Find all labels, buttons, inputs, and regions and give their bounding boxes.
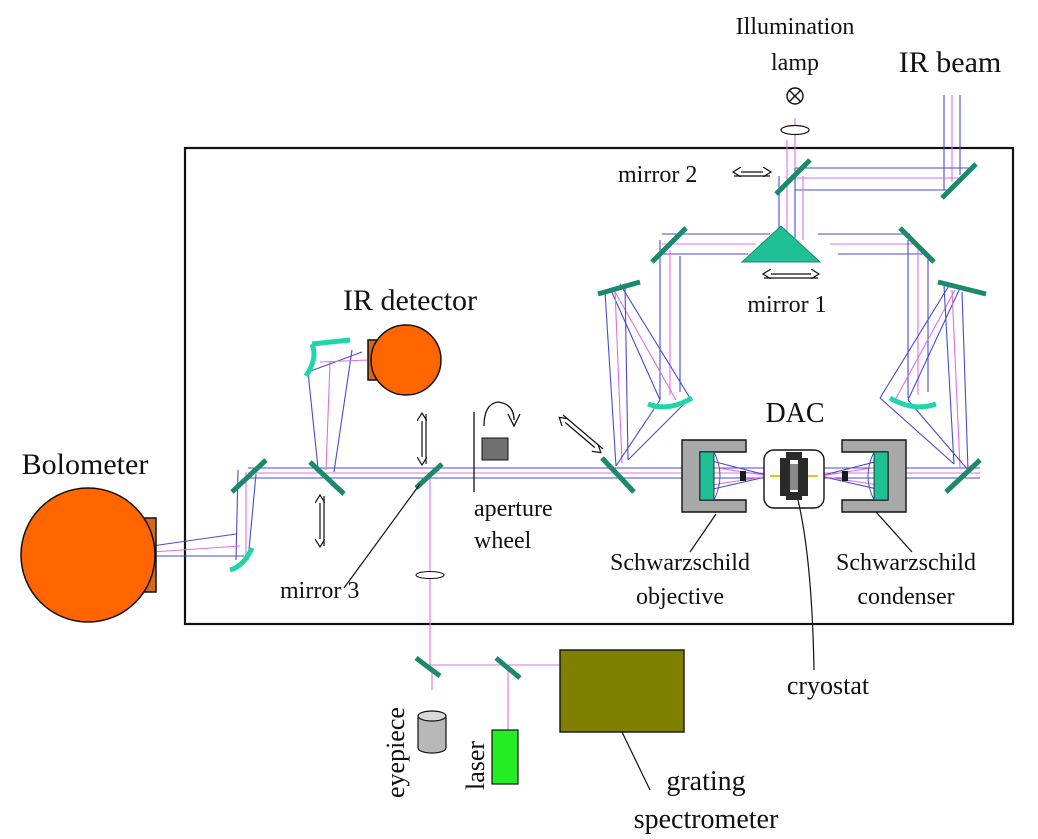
mirrors (230, 158, 987, 680)
microscope-housing-frame (183, 146, 1015, 626)
ir-beam-label: IR beam (899, 46, 1001, 79)
aperture-wheel (473, 401, 521, 492)
spectrometer-leader (621, 731, 651, 791)
aperture-wheel-body (481, 437, 509, 461)
double-arrow-icon (320, 496, 324, 546)
ir-detector-label: IR detector (343, 284, 477, 317)
dac-cryostat (763, 449, 825, 509)
mirror-left-outer (597, 279, 641, 297)
illumination-lamp (786, 87, 804, 105)
dac-label: DAC (765, 398, 824, 429)
schwarzschild-condenser-label: condenser (857, 584, 954, 610)
mirror-3-label: mirror 3 (280, 578, 359, 604)
grating-spectrometer-label: spectrometer (634, 804, 779, 835)
bolometer (20, 487, 157, 623)
mirror-bolometer-pickoff (230, 458, 268, 494)
motion-arrows (320, 172, 818, 546)
mirror-2 (774, 158, 812, 196)
bolometer-body (20, 487, 156, 623)
schwarzschild-condenser-label: Schwarzschild (836, 550, 976, 576)
double-arrow-icon (734, 172, 770, 176)
focusing-mirror-bolometer (229, 546, 255, 573)
focusing-mirrors (229, 337, 937, 573)
leader-lines (343, 483, 913, 791)
laser-body (491, 729, 519, 785)
illumination-lamp-label: lamp (771, 50, 819, 76)
dac-cell (780, 452, 808, 500)
mirror-1-label: mirror 1 (747, 292, 826, 318)
schwarzschild-condenser (841, 439, 907, 513)
cryostat-leader (797, 499, 815, 671)
labels: Illumination lamp IR beam mirror 2 mirro… (22, 14, 1002, 835)
focusing-mirror-detector (303, 337, 351, 378)
schwarzschild-objective-label: Schwarzschild (610, 550, 750, 576)
focusing-mirror-left (647, 395, 694, 410)
mirror-detector-pickoff (308, 460, 346, 496)
grating-spectrometer-body (559, 649, 685, 733)
ir-detector-body (370, 324, 442, 396)
laser-label: laser (461, 741, 490, 790)
mirror-3-leader (343, 483, 421, 589)
mirror-left-upper (650, 226, 688, 264)
aperture-wheel-label: aperture (474, 496, 553, 522)
mirror-right-outer (937, 279, 987, 297)
bolometer-label: Bolometer (22, 448, 149, 481)
cryostat-label: cryostat (787, 671, 870, 700)
mirror-3 (414, 462, 444, 490)
mirror-1-prism (740, 225, 822, 263)
ir-input-mirror (940, 162, 978, 200)
mirror-right-lower (944, 458, 982, 494)
mirror-eyepiece-split (414, 656, 442, 678)
grating-spectrometer-label: grating (666, 766, 745, 797)
rotation-arrow-icon (483, 401, 521, 428)
objective-leader (689, 513, 717, 553)
aperture-wheel-label: wheel (474, 528, 532, 554)
mirror-2-label: mirror 2 (618, 162, 697, 188)
mirror-left-lower (600, 456, 636, 494)
double-arrow-icon (560, 414, 604, 452)
focusing-mirror-right (888, 395, 937, 410)
double-arrow-icon (422, 414, 426, 464)
condenser-leader (875, 511, 913, 553)
eyepiece-label: eyepiece (381, 707, 410, 798)
illumination-lamp-label: Illumination (736, 14, 855, 40)
schwarzschild-objective-label: objective (636, 584, 724, 610)
mirror-right-upper (898, 226, 936, 264)
mirror-laser-split (494, 656, 522, 680)
schwarzschild-objective (681, 439, 747, 513)
lens-icon (780, 124, 810, 136)
ir-beam-paths (151, 95, 980, 730)
double-arrow-icon (764, 274, 818, 278)
eyepiece-body (417, 710, 447, 754)
lens-icon (415, 570, 445, 580)
ir-detector (367, 324, 442, 396)
